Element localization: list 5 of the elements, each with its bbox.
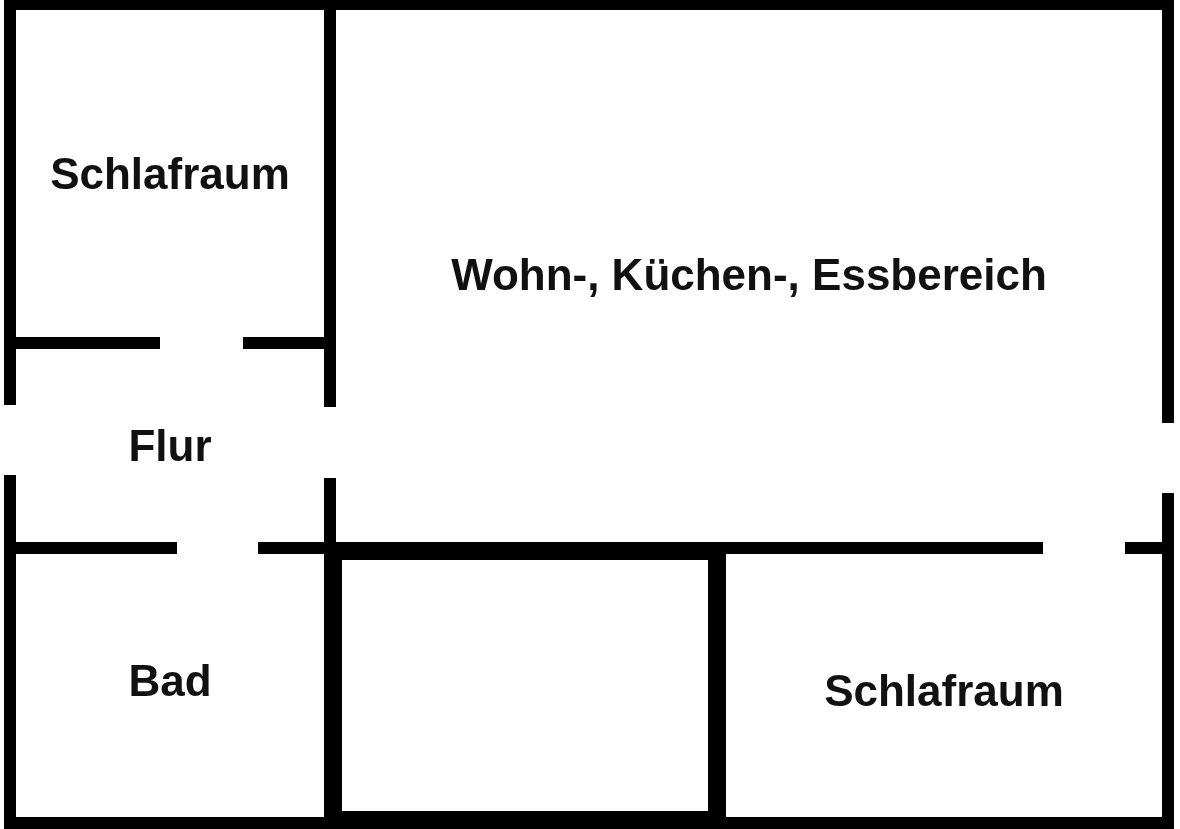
room-label: Schlafraum [824, 665, 1064, 716]
room-label: Flur [128, 420, 212, 471]
room-label: Bad [128, 655, 212, 706]
room-label: Schlafraum [50, 148, 290, 199]
room-label: Wohn-, Küchen-, Essbereich [451, 250, 1047, 300]
